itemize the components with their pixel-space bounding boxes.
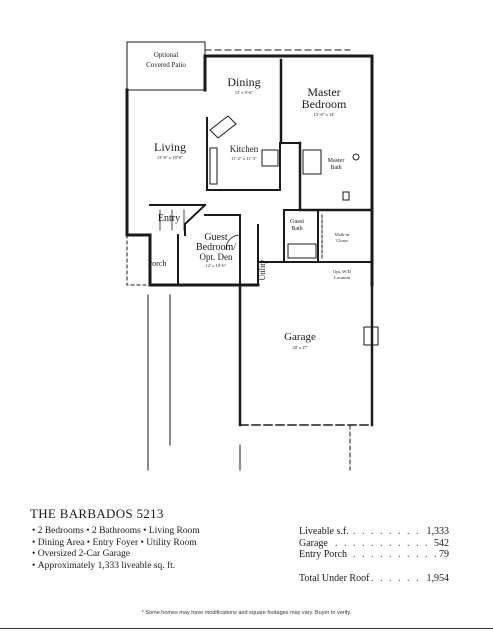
feature-list: 2 Bedrooms • 2 Bathrooms • Living Room D…: [32, 526, 200, 572]
label-guest-bedroom-line3: Opt. Den: [200, 252, 233, 262]
interior-wall: [298, 141, 372, 212]
feature-item: Dining Area • Entry Foyer • Utility Room: [32, 538, 200, 550]
feature-item: Approximately 1,333 liveable sq. ft.: [32, 561, 200, 573]
entry-wall: [184, 203, 207, 236]
area-value: 79: [437, 549, 449, 561]
bedroom-door-swing: [225, 234, 241, 250]
label-closet-line1: Walk-in: [335, 232, 350, 237]
label-patio-line1: Optional: [154, 51, 179, 59]
area-total-row: Total Under Roof . . . . . . . . . . . .…: [299, 572, 449, 585]
label-guest-bedroom-dims: 12' x 10'-6": [206, 263, 227, 268]
label-wd-line1: Opt. W/D: [333, 269, 351, 274]
area-row: Garage . . . . . . . . . . . . . . . . .…: [299, 537, 449, 550]
total-value: 1,954: [424, 572, 449, 585]
label-living: Living: [154, 140, 186, 154]
water-heater: [363, 326, 379, 346]
label-wd-line2: Location: [334, 275, 351, 280]
label-master-line1: Master: [307, 85, 340, 99]
label-guest-bedroom-line1: Guest: [204, 232, 228, 243]
area-label: Liveable s.f.: [299, 526, 351, 537]
label-kitchen: Kitchen: [230, 144, 259, 154]
toilet: [342, 191, 350, 201]
kitchen-counter: [209, 147, 218, 185]
area-row: Liveable s.f. . . . . . . . . . . . . . …: [299, 526, 449, 538]
shower: [302, 149, 322, 175]
tub: [287, 243, 317, 259]
label-garage: Garage: [284, 331, 316, 343]
label-master-line2: Bedroom: [302, 97, 347, 111]
label-master-dims: 13'-8" x 14': [314, 112, 335, 117]
label-porch: Porch: [148, 259, 167, 268]
kitchen-island: [209, 115, 237, 139]
label-master-bath-line1: Master: [328, 158, 345, 164]
area-label: Garage: [299, 537, 330, 549]
label-dining-dims: 12' x 9'-6": [235, 90, 254, 95]
feature-item: 2 Bedrooms • 2 Bathrooms • Living Room: [32, 526, 200, 538]
label-guest-bedroom-line2: Bedroom/: [196, 242, 236, 253]
label-garage-dims: 20' x 27': [292, 345, 307, 350]
label-master-bath-line2: Bath: [330, 165, 341, 171]
disclaimer: * Some homes may have modifications and …: [141, 610, 352, 616]
area-row: Entry Porch . . . . . . . . . . . . . . …: [299, 549, 449, 561]
floor-plan: Optional Covered Patio Dining 12' x 9'-6…: [125, 41, 379, 471]
kitchen-counter: [261, 149, 279, 167]
label-guest-bath-line1: Guest: [290, 219, 304, 225]
area-label: Entry Porch: [299, 549, 350, 561]
label-patio-line2: Covered Patio: [146, 61, 186, 69]
bottom-rule: [0, 628, 493, 629]
feature-item: Oversized 2-Car Garage: [32, 549, 200, 561]
label-kitchen-dims: 11'-2" x 11'-3": [231, 156, 257, 161]
label-entry: Entry: [158, 213, 180, 224]
porch-outline: [126, 234, 151, 286]
kitchen-wall: [206, 144, 281, 191]
label-closet-line2: Closet: [336, 238, 348, 243]
label-living-dims: 13'-6" x 18'-8": [157, 155, 183, 160]
total-label: Total Under Roof: [299, 572, 372, 584]
sink: [352, 153, 360, 161]
area-table: Liveable s.f. . . . . . . . . . . . . . …: [299, 526, 449, 585]
area-value: 1,333: [424, 526, 449, 538]
exterior-wall: [125, 88, 260, 287]
exterior-wall: [203, 54, 374, 212]
plan-title: THE BARBADOS 5213: [30, 506, 164, 521]
label-dining: Dining: [227, 75, 260, 89]
label-guest-bath-line2: Bath: [291, 226, 302, 232]
area-value: 542: [432, 537, 449, 550]
label-utility: Utility: [258, 260, 267, 281]
